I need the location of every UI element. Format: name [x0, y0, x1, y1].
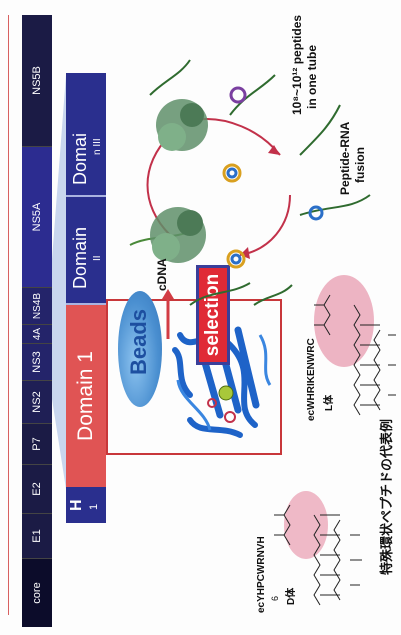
peptide-left-sequence: ecYHPCWRNVH [256, 536, 267, 613]
peptide-right-sub: L体 [320, 395, 335, 411]
ribosome-cluster-1 [156, 99, 208, 151]
library-size-label: 10⁸~10¹² peptides [290, 15, 304, 115]
cdna-label: cDNA [155, 258, 169, 291]
peptide-left-sub: D体 [282, 588, 297, 605]
peptide-left-note: 6 [270, 596, 280, 601]
fusion-label: Peptide-RNA [338, 122, 352, 195]
peptide-right-sequence: ecWHRIKENWRC [306, 338, 317, 421]
peptide-left [250, 475, 390, 615]
ribosome-cluster-2 [150, 207, 206, 263]
caption: 特殊環状ペプチドの代表例 [376, 419, 395, 575]
fusion-label-2: fusion [353, 147, 367, 183]
library-size-label-2: in one tube [305, 45, 319, 109]
